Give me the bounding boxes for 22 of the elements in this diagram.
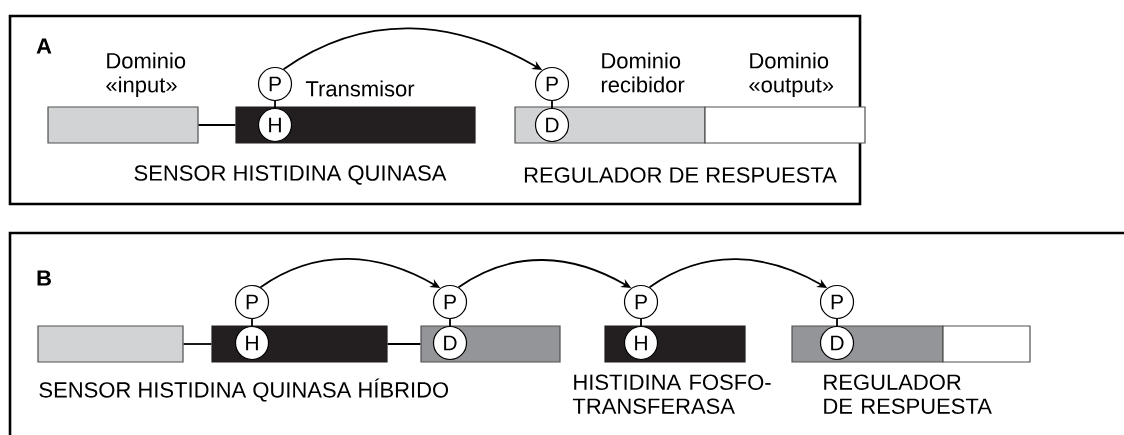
protein-caption: SENSOR HISTIDINA QUINASA [134, 165, 447, 185]
protein-caption: HISTIDINA FOSFO- TRANSFERASA [572, 374, 771, 414]
domain-label: Transmisor [305, 80, 415, 97]
connector-line [449, 318, 451, 327]
connector-line [836, 318, 838, 327]
connector-line [386, 343, 422, 345]
protein-bar [942, 325, 1031, 363]
protein-caption: REGULADOR DE RESPUESTA [824, 374, 992, 414]
domain-label: Dominio «input» [106, 52, 186, 97]
domain-label: Dominio «output» [749, 52, 834, 97]
protein-caption: SENSOR HISTIDINA QUINASA HÍBRIDO [39, 378, 449, 402]
panel-letter: A [36, 38, 52, 54]
connector-line [551, 100, 553, 109]
connector-line [197, 124, 237, 126]
panel-letter: B [37, 270, 51, 286]
domain-label: Dominio recibidor [601, 52, 685, 93]
connector-line [182, 343, 213, 345]
protein-bar [37, 325, 184, 363]
connector-line [274, 100, 276, 109]
connector-line [640, 318, 642, 327]
protein-caption: REGULADOR DE RESPUESTA [524, 167, 837, 183]
connector-line [251, 318, 253, 327]
